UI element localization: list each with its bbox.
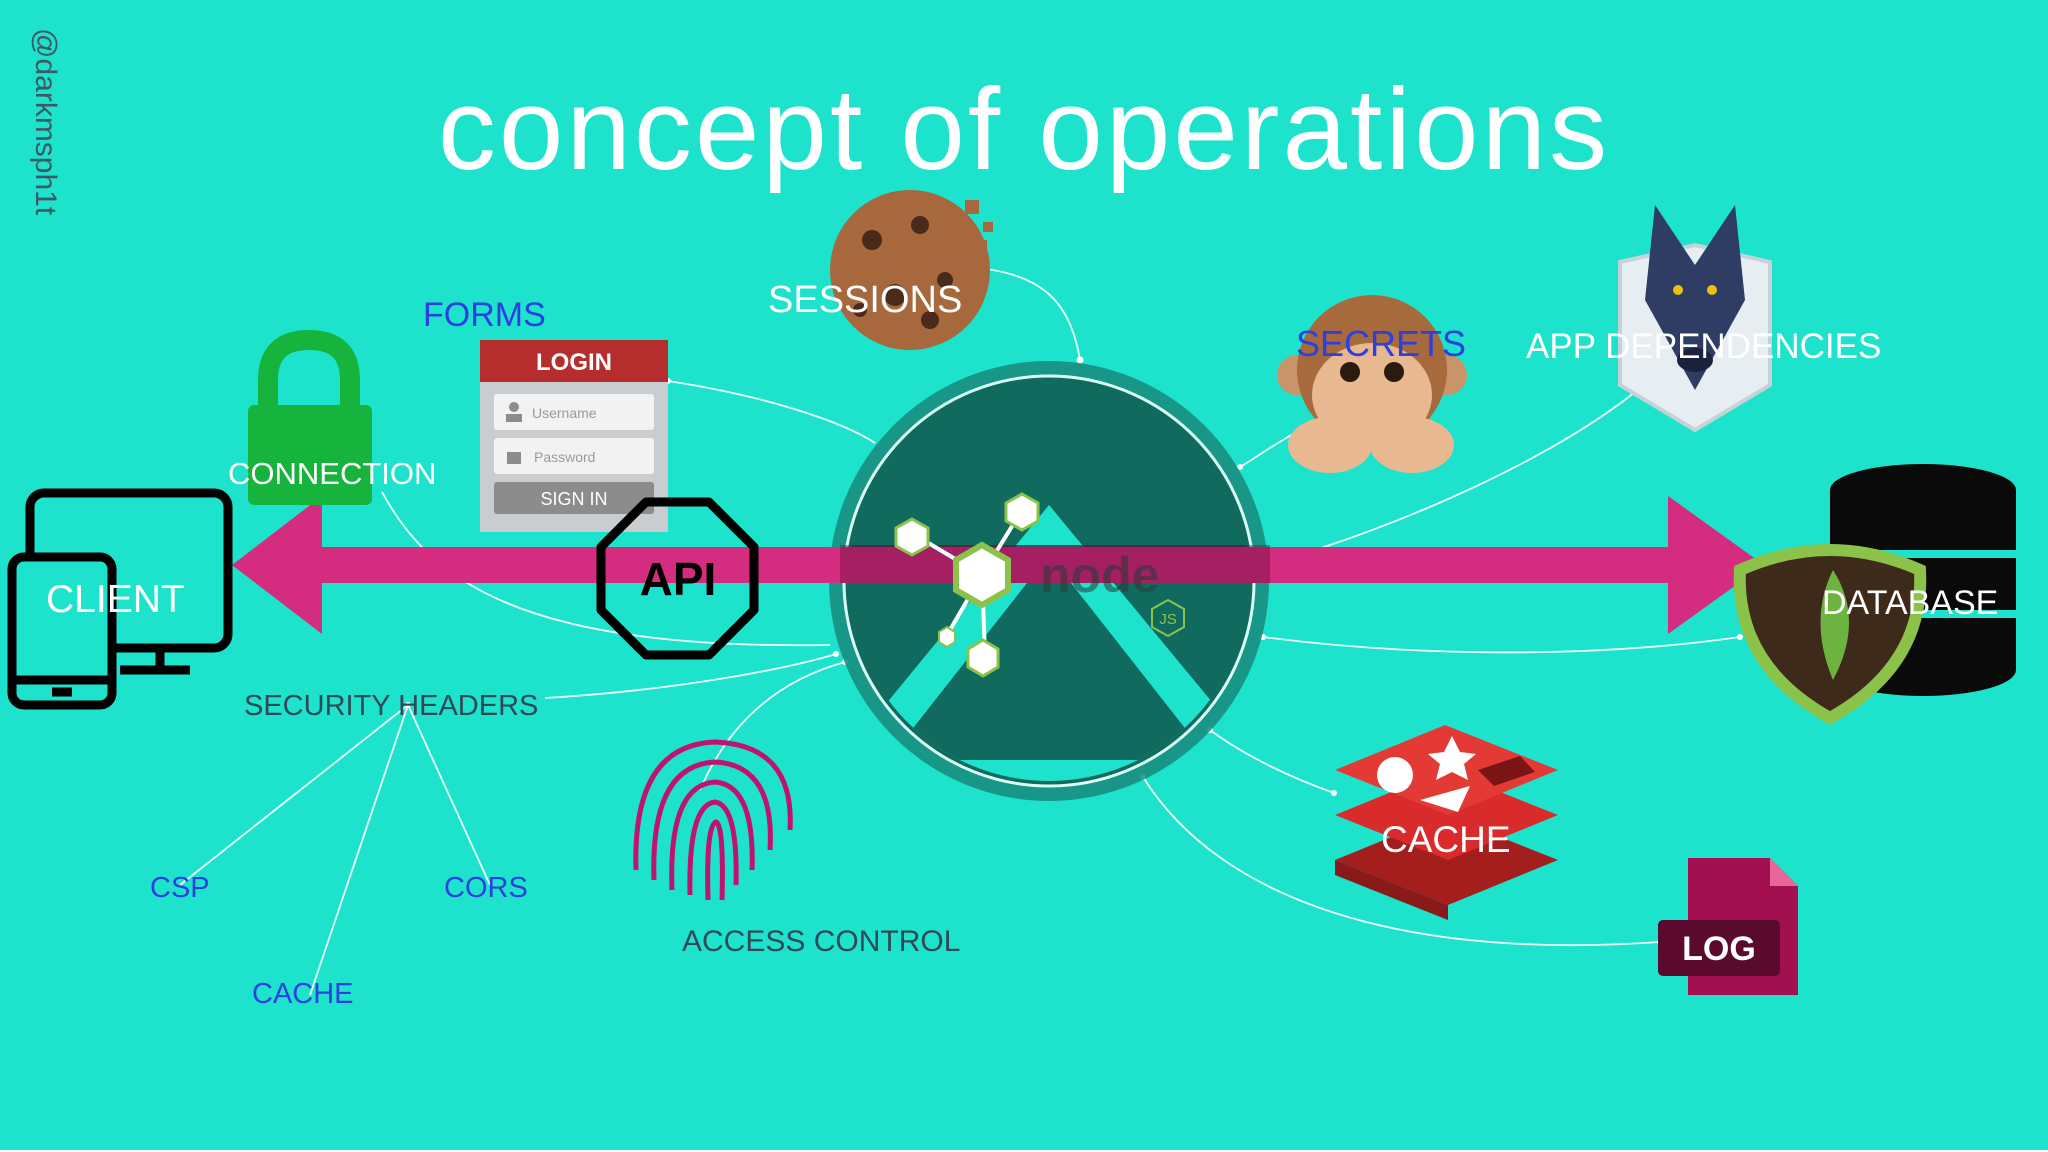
connection-label: CONNECTION bbox=[228, 456, 437, 491]
secrets-label: SECRETS bbox=[1296, 323, 1467, 364]
client-label: CLIENT bbox=[46, 578, 185, 621]
sessions-label: SESSIONS bbox=[768, 279, 963, 321]
app-dependencies-label: APP DEPENDENCIES bbox=[1526, 327, 1882, 366]
fingerprint-icon bbox=[633, 739, 793, 901]
log-icon-text: LOG bbox=[1682, 930, 1756, 968]
padlock-icon bbox=[248, 329, 372, 505]
page-title: concept of operations bbox=[437, 64, 1611, 194]
js-badge-text: JS bbox=[1159, 611, 1177, 628]
database-label: DATABASE bbox=[1822, 584, 1999, 622]
cache-label: CACHE bbox=[1381, 819, 1511, 860]
author-watermark: @darkmsph1t bbox=[29, 28, 62, 216]
js-hex-icon bbox=[1151, 598, 1185, 638]
bottom-border bbox=[0, 1150, 2048, 1152]
username-placeholder: Username bbox=[532, 405, 597, 421]
log-file-icon: LOG bbox=[1658, 858, 1798, 995]
client-devices-icon bbox=[7, 488, 233, 710]
api-gear-icon: API bbox=[596, 497, 759, 660]
node-molecule-icon bbox=[894, 492, 1040, 678]
cache-header-label: CACHE bbox=[252, 978, 354, 1010]
login-heading: LOGIN bbox=[536, 349, 612, 376]
sign-in-button: SIGN IN bbox=[540, 489, 607, 509]
api-icon-text: API bbox=[640, 553, 717, 605]
security-headers-label: SECURITY HEADERS bbox=[244, 690, 539, 722]
forms-label: FORMS bbox=[423, 296, 546, 334]
cookie-icon bbox=[830, 190, 993, 350]
access-control-label: ACCESS CONTROL bbox=[682, 925, 961, 958]
redis-cache-icon bbox=[1335, 725, 1558, 920]
speak-no-evil-monkey-icon bbox=[1277, 295, 1467, 473]
connector-lines bbox=[179, 266, 1741, 996]
password-placeholder: Password bbox=[534, 449, 595, 465]
csp-label: CSP bbox=[150, 872, 210, 904]
dependency-shield-dog-icon bbox=[1618, 205, 1772, 433]
mongodb-shield-icon bbox=[1733, 544, 1927, 725]
login-form-icon: LOGIN Username Password SIGN IN bbox=[480, 340, 668, 532]
cors-label: CORS bbox=[444, 872, 528, 904]
node-logo-text: node bbox=[1040, 547, 1159, 603]
